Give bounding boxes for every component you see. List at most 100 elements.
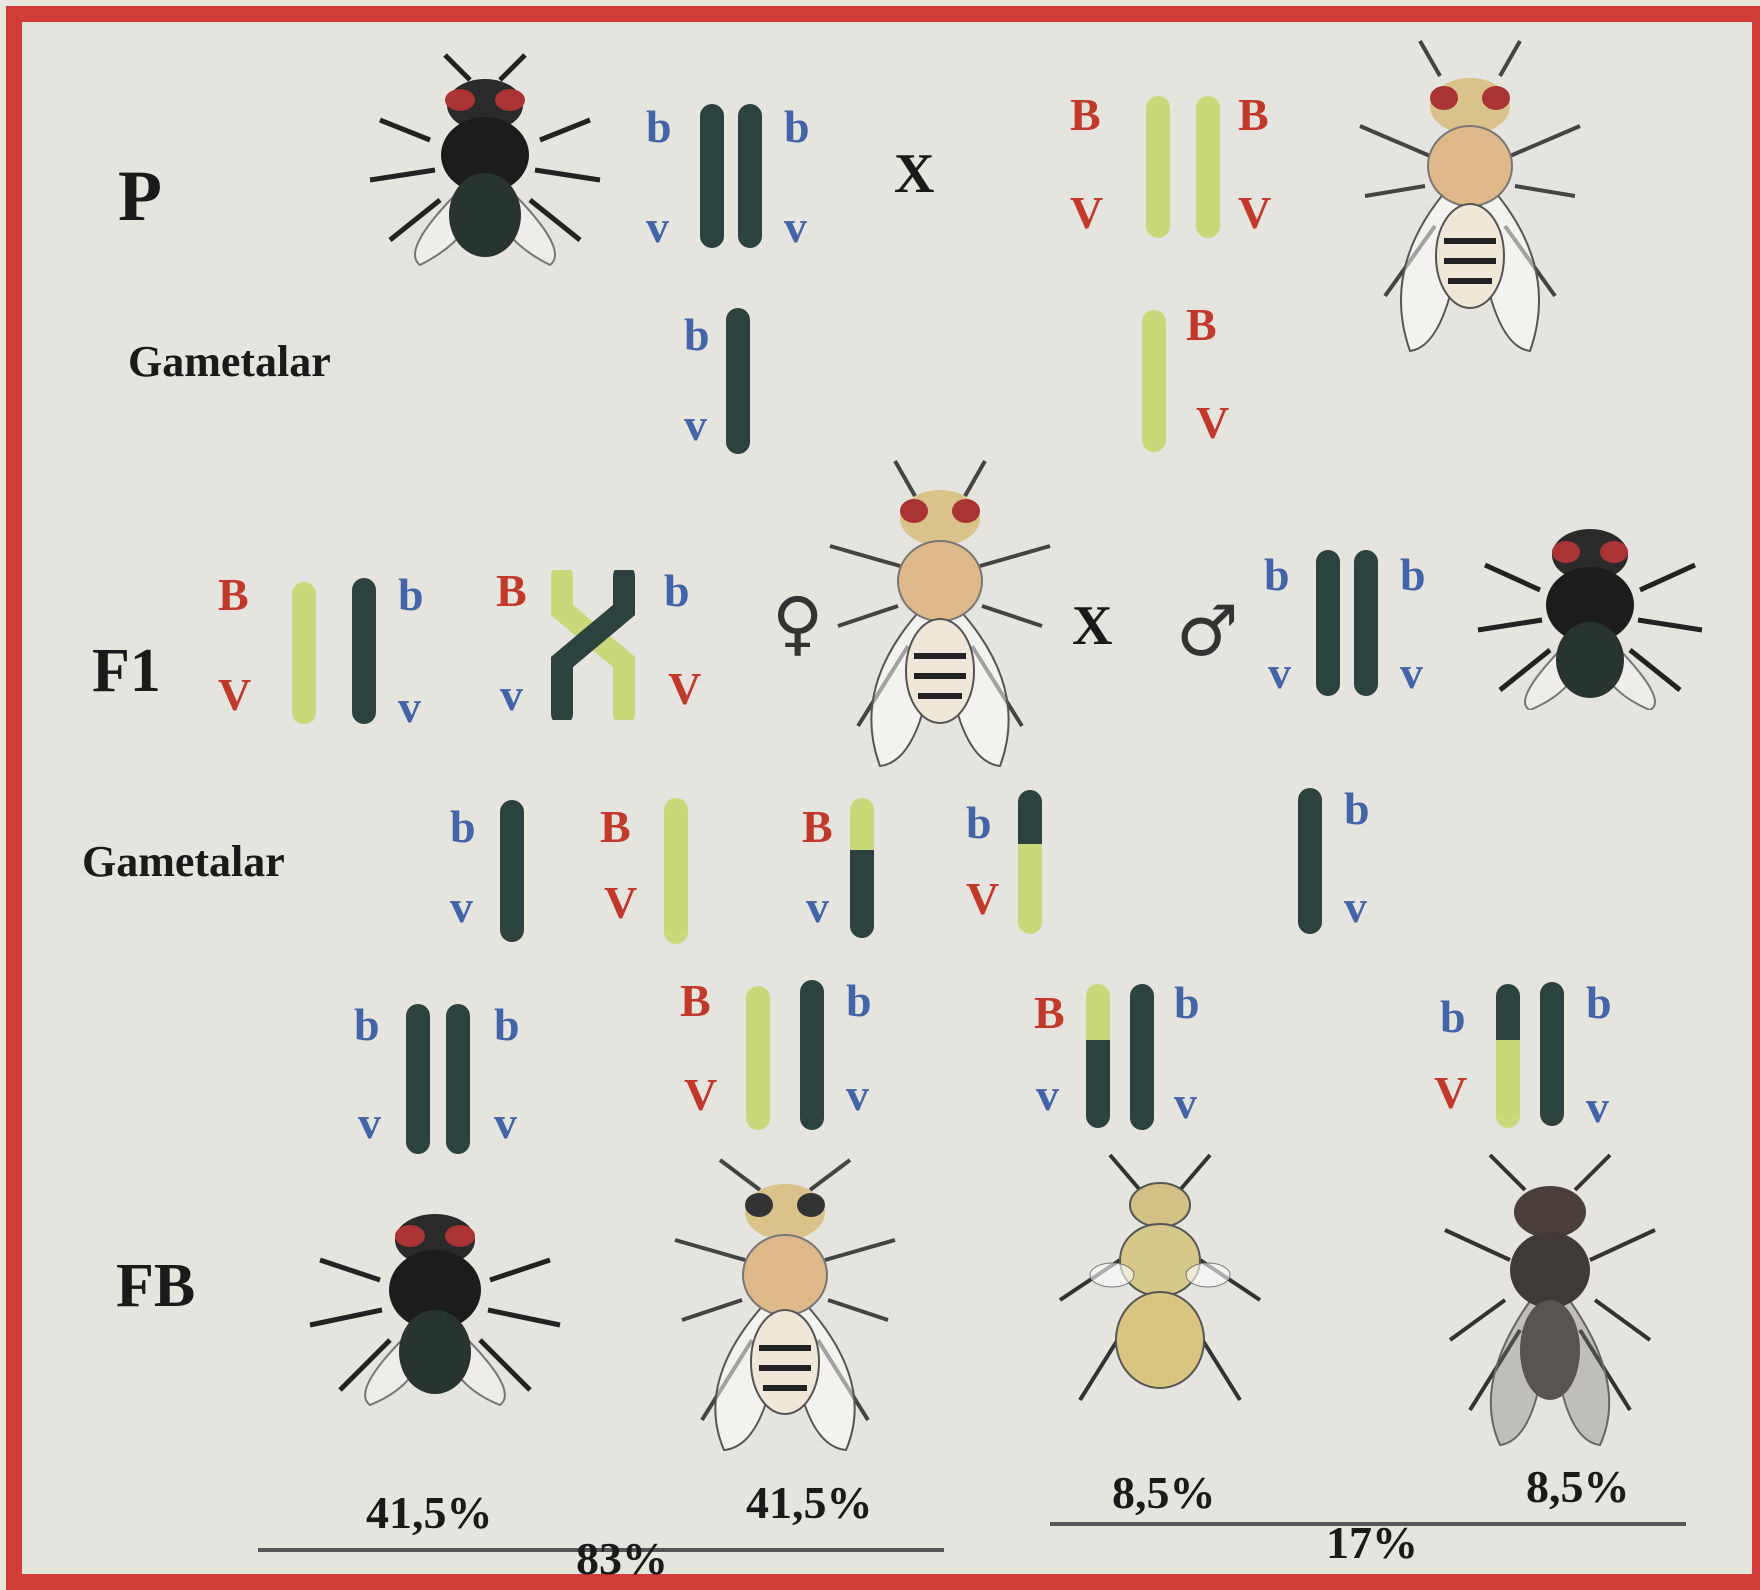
chromosome-dark xyxy=(406,1004,430,1154)
gamete-chromosome-light xyxy=(664,798,688,944)
gamete-chromosome-dark xyxy=(1298,788,1322,934)
group-total-label: 83% xyxy=(576,1536,668,1582)
allele-B: B xyxy=(218,572,249,618)
allele-V: V xyxy=(218,672,251,718)
chromosome-dark xyxy=(738,104,762,248)
gamete-chromosome-light xyxy=(1142,310,1166,452)
allele-b: b xyxy=(664,568,690,614)
crossing-over-chromosomes xyxy=(540,570,650,720)
allele-V: V xyxy=(684,1072,717,1118)
allele-V: V xyxy=(966,876,999,922)
generation-p-label: P xyxy=(118,160,162,232)
grey-vestigial-recombinant-fly xyxy=(1050,1150,1270,1410)
allele-V: V xyxy=(1196,400,1229,446)
wild-type-offspring-fly xyxy=(660,1150,910,1460)
allele-b: b xyxy=(684,312,710,358)
chromosome-light xyxy=(292,582,316,724)
chromosome-light xyxy=(746,986,770,1130)
allele-v: v xyxy=(358,1100,381,1146)
wild-type-female-fly xyxy=(820,456,1060,776)
allele-v: v xyxy=(1586,1084,1609,1130)
chromosome-light xyxy=(1146,96,1170,238)
percentage-label: 41,5% xyxy=(746,1480,873,1526)
allele-B: B xyxy=(680,978,711,1024)
allele-b: b xyxy=(1586,980,1612,1026)
allele-B: B xyxy=(600,804,631,850)
allele-V: V xyxy=(1238,190,1271,236)
allele-B: B xyxy=(1034,990,1065,1036)
allele-v: v xyxy=(500,672,523,718)
allele-B: B xyxy=(1070,92,1101,138)
allele-b: b xyxy=(450,804,476,850)
chromosome-dark xyxy=(446,1004,470,1154)
allele-v: v xyxy=(806,884,829,930)
allele-V: V xyxy=(604,880,637,926)
cross-symbol-f1: X xyxy=(1072,598,1112,654)
gametes-label-f1: Gametalar xyxy=(82,840,285,884)
wild-type-fly xyxy=(1340,36,1600,366)
percentage-label: 8,5% xyxy=(1112,1470,1216,1516)
allele-v: v xyxy=(784,204,807,250)
generation-f1-label: F1 xyxy=(92,640,161,702)
allele-v: v xyxy=(646,204,669,250)
allele-b: b xyxy=(784,104,810,150)
female-symbol: ♀ xyxy=(772,588,823,658)
allele-b: b xyxy=(1174,980,1200,1026)
allele-b: b xyxy=(1440,994,1466,1040)
gamete-chromosome-dark xyxy=(726,308,750,454)
gamete-chromosome-recombinant xyxy=(1018,790,1042,844)
allele-b: b xyxy=(966,800,992,846)
chromosome-dark xyxy=(1130,984,1154,1130)
allele-b: b xyxy=(646,104,672,150)
allele-v: v xyxy=(1036,1072,1059,1118)
chromosome-recombinant xyxy=(1086,984,1110,1040)
allele-b: b xyxy=(1344,786,1370,832)
percentage-label: 41,5% xyxy=(366,1490,493,1536)
gamete-chromosome-recombinant xyxy=(850,798,874,850)
chromosome-dark xyxy=(352,578,376,724)
allele-b: b xyxy=(846,978,872,1024)
allele-V: V xyxy=(1434,1070,1467,1116)
allele-v: v xyxy=(450,884,473,930)
black-vestigial-offspring-fly xyxy=(300,1190,570,1410)
allele-v: v xyxy=(684,402,707,448)
male-symbol: ♂ xyxy=(1176,596,1239,666)
chromosome-dark xyxy=(700,104,724,248)
chromosome-dark xyxy=(1354,550,1378,696)
black-vestigial-male-fly xyxy=(1470,510,1710,710)
allele-B: B xyxy=(802,804,833,850)
chromosome-dark xyxy=(1540,982,1564,1126)
allele-v: v xyxy=(1174,1080,1197,1126)
generation-fb-label: FB xyxy=(116,1255,195,1317)
allele-v: v xyxy=(1344,884,1367,930)
allele-B: B xyxy=(1186,302,1217,348)
allele-v: v xyxy=(398,684,421,730)
chromosome-recombinant xyxy=(1496,1040,1520,1128)
chromosome-recombinant xyxy=(1496,984,1520,1040)
black-long-wing-recombinant-fly xyxy=(1430,1150,1670,1450)
allele-V: V xyxy=(1070,190,1103,236)
allele-v: v xyxy=(494,1100,517,1146)
allele-b: b xyxy=(494,1002,520,1048)
allele-v: v xyxy=(1268,650,1291,696)
allele-b: b xyxy=(354,1002,380,1048)
chromosome-dark xyxy=(800,980,824,1130)
allele-b: b xyxy=(398,572,424,618)
allele-b: b xyxy=(1264,552,1290,598)
gamete-chromosome-recombinant xyxy=(850,850,874,938)
gametes-label-p: Gametalar xyxy=(128,340,331,384)
allele-v: v xyxy=(1400,650,1423,696)
chromosome-dark xyxy=(1316,550,1340,696)
allele-b: b xyxy=(1400,552,1426,598)
chromosome-recombinant xyxy=(1086,1040,1110,1128)
percentage-label: 8,5% xyxy=(1526,1464,1630,1510)
black-vestigial-fly xyxy=(360,50,610,270)
chromosome-light xyxy=(1196,96,1220,238)
gamete-chromosome-recombinant xyxy=(1018,844,1042,934)
cross-symbol-p: X xyxy=(894,146,934,202)
allele-v: v xyxy=(846,1072,869,1118)
group-total-label: 17% xyxy=(1326,1520,1418,1566)
allele-V: V xyxy=(668,666,701,712)
allele-B: B xyxy=(496,568,527,614)
